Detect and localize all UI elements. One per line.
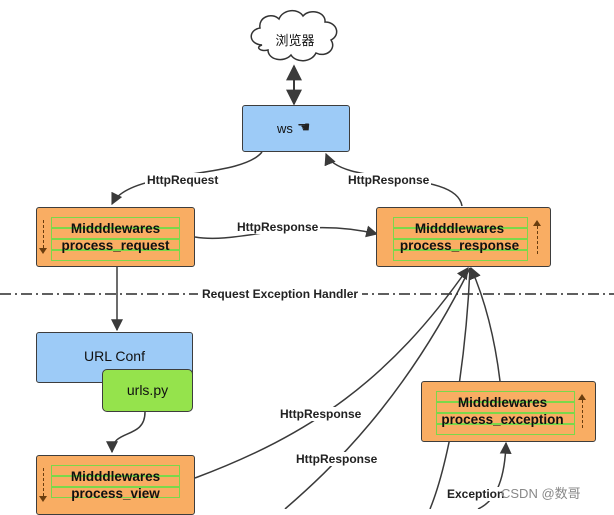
up-flow-indicator (582, 400, 583, 428)
middleware-process-request: Midddlewares process_request (36, 207, 195, 267)
middleware-title: Midddlewares (70, 221, 161, 236)
down-flow-tip (39, 496, 47, 502)
up-flow-tip (578, 394, 586, 400)
view-to-response-arrow-1 (194, 267, 469, 479)
url-conf-label: URL Conf (84, 348, 145, 364)
highlight-bar (393, 228, 528, 239)
highlight-bar (51, 217, 180, 228)
down-flow-tip (39, 248, 47, 254)
middleware-process-view: Midddlewares process_view (36, 455, 195, 515)
http-response-label: HttpResponse (294, 452, 380, 466)
up-flow-indicator (537, 226, 538, 254)
middleware-subtitle: process_request (61, 238, 170, 253)
browser-label: 浏览器 (275, 33, 315, 48)
highlight-bar (51, 228, 180, 239)
urls-py-node: urls.py (102, 369, 193, 412)
exception-to-response-arrow (469, 266, 501, 382)
up-flow-tip (533, 220, 541, 226)
http-request-label: HttpRequest (145, 173, 221, 187)
middleware-subtitle: process_response (399, 238, 520, 253)
urls-py-label: urls.py (126, 382, 169, 398)
view-to-response-arrow-2 (284, 267, 471, 509)
down-flow-indicator (43, 220, 44, 248)
middleware-process-exception: Midddlewares process_exception (421, 381, 596, 442)
exception-arrow (477, 441, 512, 509)
middleware-subtitle: process_view (71, 486, 160, 501)
highlight-bar (51, 476, 180, 487)
highlight-bar (393, 239, 528, 250)
highlight-bar (436, 391, 575, 402)
urls-to-view-arrow (106, 411, 146, 454)
http-response-label: HttpResponse (235, 220, 321, 234)
highlight-bar (436, 402, 575, 413)
middleware-process-response: Midddlewares process_response (376, 207, 551, 267)
middleware-title: Midddlewares (457, 395, 548, 410)
highlight-bar (393, 217, 528, 228)
exception-label: Exception (445, 487, 507, 501)
down-flow-indicator (43, 468, 44, 496)
highlight-bar (393, 250, 528, 261)
watermark: CSDN @数哥 (501, 486, 581, 501)
hand-cursor-icon: ☚ (297, 119, 311, 136)
ws-node: ws ☚ (242, 105, 350, 152)
highlight-bar (436, 413, 575, 424)
middleware-subtitle: process_exception (441, 412, 564, 427)
highlight-bar (51, 239, 180, 250)
http-response-label: HttpResponse (346, 173, 432, 187)
http-response-label: HttpResponse (278, 407, 364, 421)
ws-label: ws (277, 121, 293, 136)
highlight-bar (51, 487, 180, 498)
highlight-bar (51, 250, 180, 261)
highlight-bar (51, 465, 180, 476)
divider-label: Request Exception Handler (198, 287, 363, 301)
middleware-title: Midddlewares (70, 469, 161, 484)
browser-cloud (250, 10, 338, 62)
middleware-title: Midddlewares (414, 221, 505, 236)
highlight-bar (436, 424, 575, 435)
